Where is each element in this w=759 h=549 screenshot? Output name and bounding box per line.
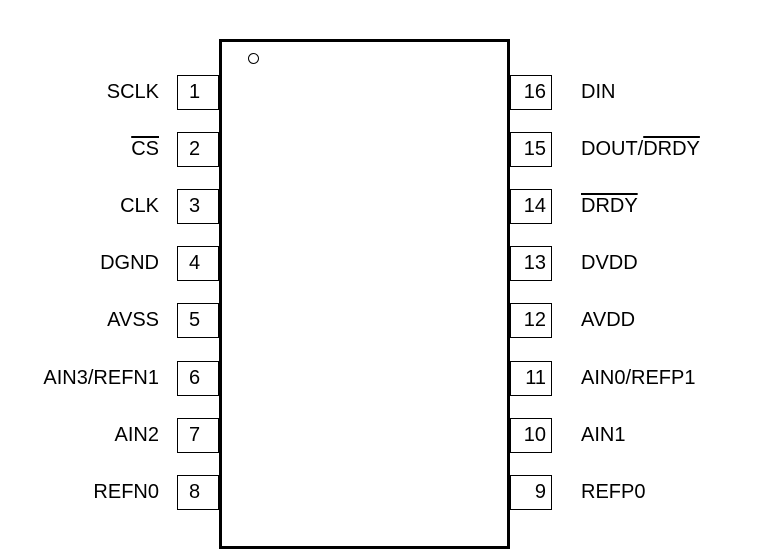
pin1-indicator-icon — [248, 53, 259, 64]
pin-label: DOUT/DRDY — [581, 138, 700, 160]
pin-label: DRDY — [581, 195, 638, 217]
pin-label: AVDD — [581, 309, 636, 331]
pin-number-box: 15 — [510, 132, 552, 167]
pin-number-box: 16 — [510, 75, 552, 110]
pin-number-box: 14 — [510, 189, 552, 224]
pin-number-box: 2 — [177, 132, 219, 167]
pin-number-box: 5 — [177, 303, 219, 338]
pin-label: AIN2 — [114, 424, 159, 446]
pin-number-box: 8 — [177, 475, 219, 510]
pin-label: AIN0/REFP1 — [581, 367, 696, 389]
ic-package-body — [219, 39, 510, 549]
pin-number-box: 10 — [510, 418, 552, 453]
pin-label: REFN0 — [93, 481, 159, 503]
pin-label: SCLK — [106, 81, 159, 103]
pin-number-box: 3 — [177, 189, 219, 224]
pin-label: DVDD — [581, 252, 638, 274]
pin-label: AVSS — [107, 309, 159, 331]
pin-number-box: 9 — [510, 475, 552, 510]
pin-number-box: 4 — [177, 246, 219, 281]
pin-label: CLK — [120, 195, 159, 217]
pin-label: AIN1 — [581, 424, 626, 446]
pin-number-box: 11 — [510, 361, 552, 396]
pin-label: DGND — [100, 252, 159, 274]
pin-label: CS — [131, 138, 159, 160]
pin-label: AIN3/REFN1 — [43, 367, 159, 389]
pin-number-box: 1 — [177, 75, 219, 110]
pin-label: DIN — [581, 81, 616, 103]
pin-number-box: 13 — [510, 246, 552, 281]
pin-number-box: 12 — [510, 303, 552, 338]
pin-number-box: 6 — [177, 361, 219, 396]
pin-label: REFP0 — [581, 481, 646, 503]
pin-number-box: 7 — [177, 418, 219, 453]
